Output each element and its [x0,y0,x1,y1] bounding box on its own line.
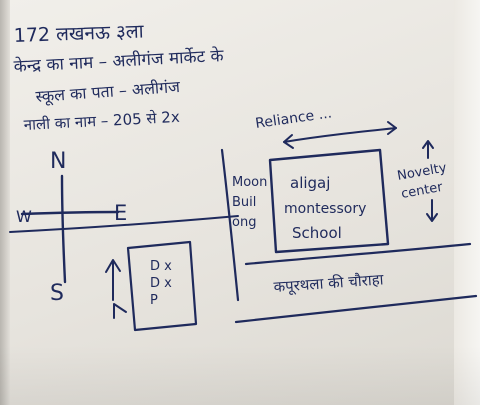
school-box-line-3: School [292,224,342,242]
compass-south-label: S [50,281,64,306]
header-line-2: केन्द्र का नाम – अलीगंज मार्केट के [13,45,225,77]
compass-vertical-line [60,174,67,284]
road-line-bottom [234,294,478,324]
school-box [268,148,390,254]
small-building-box [126,240,198,332]
top-road-arrowhead-right [387,121,397,135]
compass-north-label: N [50,149,66,174]
right-label-line-2: center [400,180,444,202]
paper-edge-left [0,0,10,405]
novelty-down-arrow [426,199,438,222]
left-building-label-1: Moon [232,175,267,190]
novelty-up-arrow [422,140,434,159]
small-box-up-arrow [105,259,121,301]
compass-horizontal-line [20,210,120,216]
header-line-1: 172 लखनऊ ३ला [13,20,145,47]
header-line-4: नाली का नाम – 205 से 2x [23,108,180,134]
compass-east-label: E [114,201,127,225]
header-line-3: स्कूल का पता – अलीगंज [35,77,182,107]
bottom-road-label: कपूरथला की चौराहा [273,270,385,297]
compass-west-label: W [16,207,32,226]
road-line-vertical [220,148,240,302]
top-road-label: Reliance ... [254,105,333,132]
small-box-line-1: D x [150,259,172,274]
paper-shadow [0,345,480,405]
top-road-double-arrow [283,127,397,143]
road-line-under-school [244,242,472,266]
paper-edge-right [454,0,480,405]
left-building-label-3: ong [232,215,256,230]
left-building-label-2: Buil [232,195,256,210]
small-box-line-3: P [150,293,158,308]
top-road-arrowhead-left [283,134,294,149]
school-box-line-2: montessory [284,201,366,217]
small-box-line-2: D x [150,276,172,291]
road-line-left [9,215,239,233]
school-box-line-1: aligaj [290,174,330,192]
small-box-arrow-tick [113,303,127,319]
